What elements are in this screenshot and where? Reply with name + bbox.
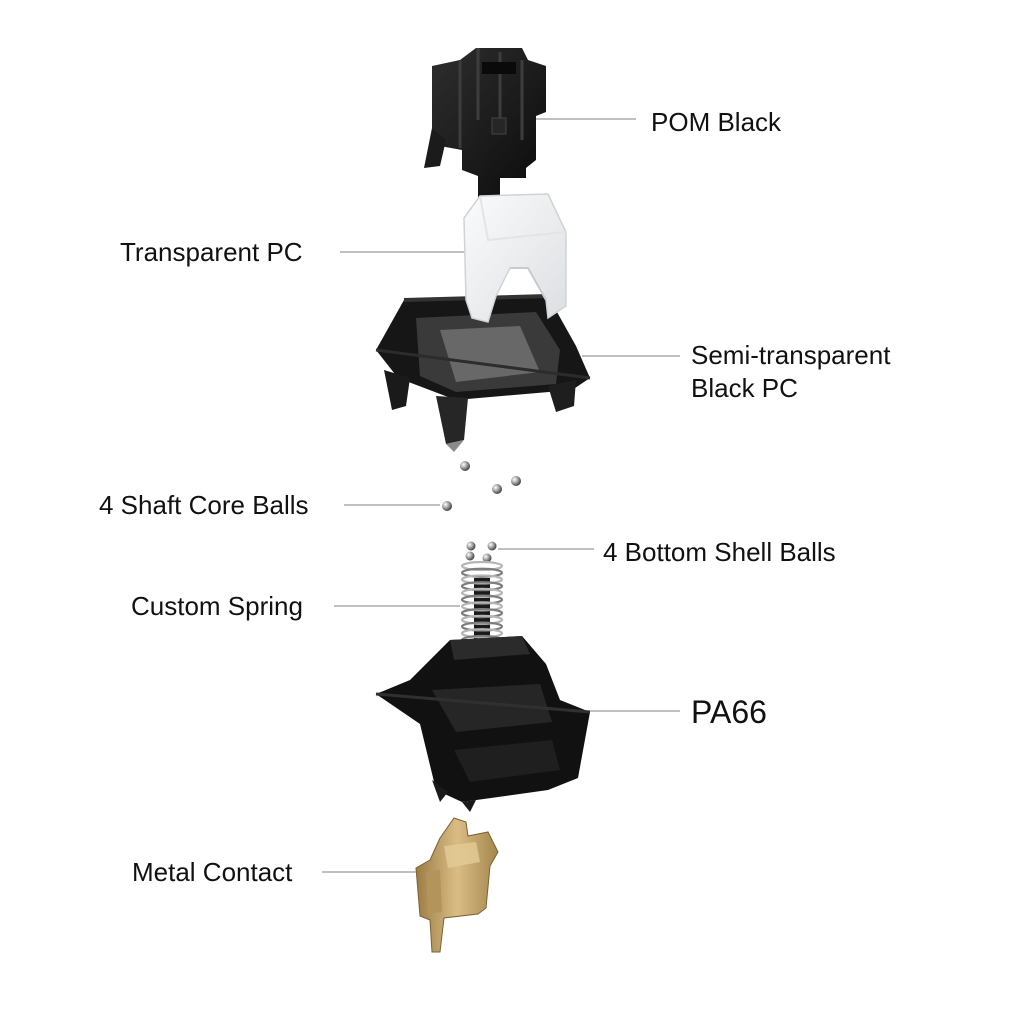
spring-coil <box>460 621 504 632</box>
label-semi-transparent-black-pc: Semi-transparent Black PC <box>691 339 890 405</box>
transparent-window-part <box>463 193 567 323</box>
spring-coil <box>460 567 504 578</box>
bottom-shell-balls <box>465 541 497 563</box>
metal-contact-part <box>415 817 499 953</box>
label-pom-black: POM Black <box>651 107 782 137</box>
bottom-housing-part <box>375 636 591 812</box>
spring-coil <box>460 581 504 592</box>
spring-coil <box>460 574 504 585</box>
spring-coil <box>460 594 504 605</box>
label-pa66: PA66 <box>691 694 767 730</box>
spring-coil <box>460 560 504 572</box>
spring-coil <box>460 601 504 612</box>
stem-part <box>424 48 546 198</box>
spring-coil <box>460 587 504 599</box>
label-custom-spring: Custom Spring <box>131 591 303 621</box>
spring-coil <box>460 607 504 619</box>
spring-coil <box>460 628 504 639</box>
label-metal-contact: Metal Contact <box>132 857 293 887</box>
spring-coil <box>460 614 504 625</box>
shaft-core-balls <box>442 461 521 511</box>
top-housing-part <box>375 294 591 452</box>
leader-lines <box>322 118 680 873</box>
label-shaft-core-balls: 4 Shaft Core Balls <box>99 490 309 520</box>
label-transparent-pc: Transparent PC <box>120 237 303 267</box>
label-bottom-shell-balls: 4 Bottom Shell Balls <box>603 537 836 567</box>
label-semi-transparent-line2: Black PC <box>691 373 798 403</box>
label-semi-transparent-line1: Semi-transparent <box>691 340 891 370</box>
